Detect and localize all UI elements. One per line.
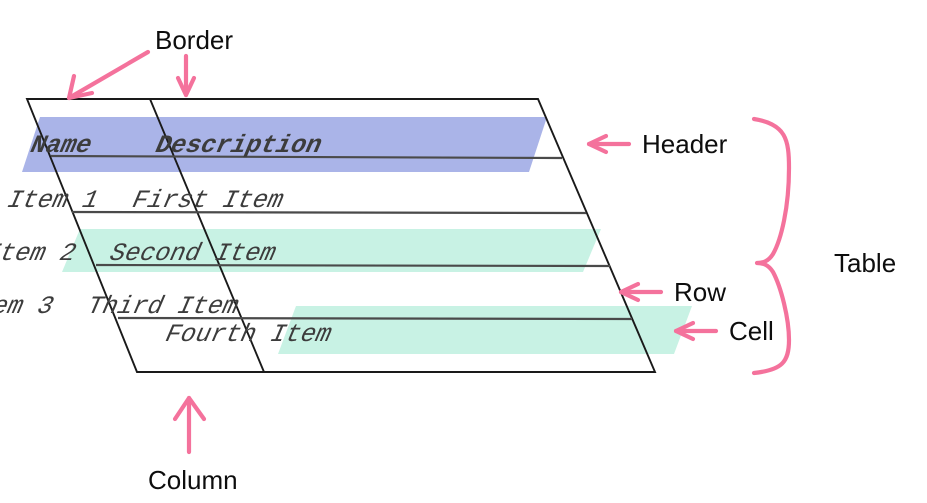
annotation-arrow-cell [673,320,719,342]
row-1-cell-name: Item 1 [2,186,104,215]
row-separator-line-2 [95,263,611,268]
row-1-cell-description: First Item [127,186,289,215]
annotation-arrow-border-diagonal [66,49,151,101]
floating-cell-text: Fourth Item [160,320,337,349]
annotation-label-row: Row [674,277,726,307]
annotation-arrow-row [618,281,664,303]
annotation-label-border: Border [155,25,233,55]
annotation-label-table: Table [834,248,896,278]
row-3-cell-description: Third Item [82,292,244,321]
annotation-arrow-column [172,395,207,455]
header-separator-line [50,154,563,160]
annotation-label-cell: Cell [729,316,774,346]
row-highlight-band [62,229,601,272]
header-cell-name: Name [25,131,97,160]
row-2-cell-name: Item 2 [0,239,82,268]
annotation-brace-table [751,116,792,376]
row-3-cell-name: Item 3 [0,292,59,321]
header-cell-description: Description [150,131,327,160]
table-outline-border [25,98,657,373]
annotation-arrow-border-vertical [175,53,197,98]
annotation-label-column: Column [148,465,238,495]
annotation-arrow-header [586,133,632,155]
annotation-label-header: Header [642,129,728,159]
row-2-cell-description: Second Item [104,239,281,268]
row-separator-line-3 [117,316,633,321]
row-separator-line-1 [71,210,587,215]
column-divider-border [149,98,265,373]
